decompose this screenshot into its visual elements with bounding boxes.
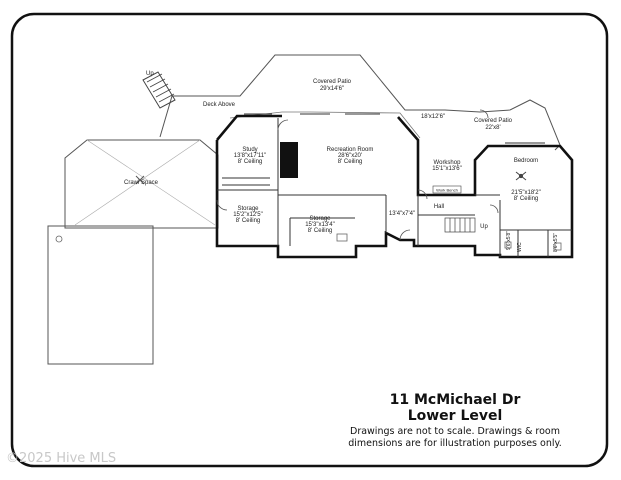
fireplace — [280, 142, 298, 178]
storage-1-dims: 15'2"x12'5" — [233, 212, 263, 218]
workshop-dims: 15'1"x13'6" — [432, 166, 462, 172]
storage-2-ceiling: 8' Ceiling — [308, 228, 333, 234]
recreation-dims: 28'6"x20' — [338, 153, 362, 159]
storage-2-dims: 15'3"x13'4" — [305, 222, 335, 228]
bedroom-dims: 21'5"x18'2" — [511, 190, 541, 196]
windows — [244, 113, 545, 144]
small-room-dim: 13'4"x7'4" — [389, 211, 415, 217]
page-border — [10, 12, 609, 468]
storage-2-name: Storage — [309, 216, 331, 222]
plan-caption: 11 McMichael Dr Lower Level Drawings are… — [330, 392, 580, 450]
bedroom-ceiling: 8' Ceiling — [514, 196, 539, 202]
deck-outline — [159, 54, 561, 151]
crawl-diagonal — [86, 139, 216, 226]
storage-1-name: Storage — [237, 206, 259, 212]
covered-patio-1-dims: 29'x14'6" — [320, 86, 344, 92]
work-bench-label: Work Bench — [436, 188, 458, 193]
stair-up-label: Up — [480, 224, 488, 230]
covered-patio-2-name: Covered Patio — [474, 118, 513, 124]
address-title: 11 McMichael Dr — [389, 392, 521, 408]
covered-patio-2-dims: 22'x8' — [485, 125, 500, 131]
garage-slab — [47, 225, 154, 365]
storage-1-ceiling: 8' Ceiling — [236, 218, 261, 224]
small-marker-icon — [55, 233, 562, 251]
study-name: Study — [242, 147, 257, 153]
door-swings — [216, 109, 499, 241]
crawl-center-icon — [135, 175, 145, 185]
bedroom-name: Bedroom — [514, 158, 538, 164]
ceiling-fan-icon — [515, 171, 527, 181]
bath-dim: 9'6"x5'8" — [506, 231, 512, 250]
patio-dim-label: 18'x12'6" — [421, 114, 445, 120]
mls-watermark: ©2025 Hive MLS — [6, 451, 117, 466]
exterior-stairs — [142, 71, 176, 109]
recreation-ceiling: 8' Ceiling — [338, 159, 363, 165]
workshop-name: Workshop — [434, 160, 462, 166]
level-title: Lower Level — [407, 408, 503, 424]
study-ceiling: 8' Ceiling — [238, 159, 263, 165]
hall-label: Hall — [434, 204, 444, 210]
interior-stairs — [444, 217, 476, 233]
covered-patio-1-name: Covered Patio — [313, 79, 352, 85]
recreation-name: Recreation Room — [327, 147, 374, 153]
exterior-wall-north — [216, 114, 574, 222]
up-label: Up — [146, 71, 154, 77]
disclaimer-note: Drawings are not to scale. Drawings & ro… — [348, 426, 562, 449]
work-bench-box — [432, 185, 462, 194]
deck-above-label: Deck Above — [203, 102, 236, 108]
crawl-space-label: Crawl Space — [124, 180, 159, 186]
study-dims: 13'8"x17'11" — [234, 153, 266, 159]
closet-dim: 8'6"x5'5" — [553, 233, 559, 252]
interior-walls — [217, 118, 572, 257]
wic-label: WIC — [517, 242, 523, 252]
